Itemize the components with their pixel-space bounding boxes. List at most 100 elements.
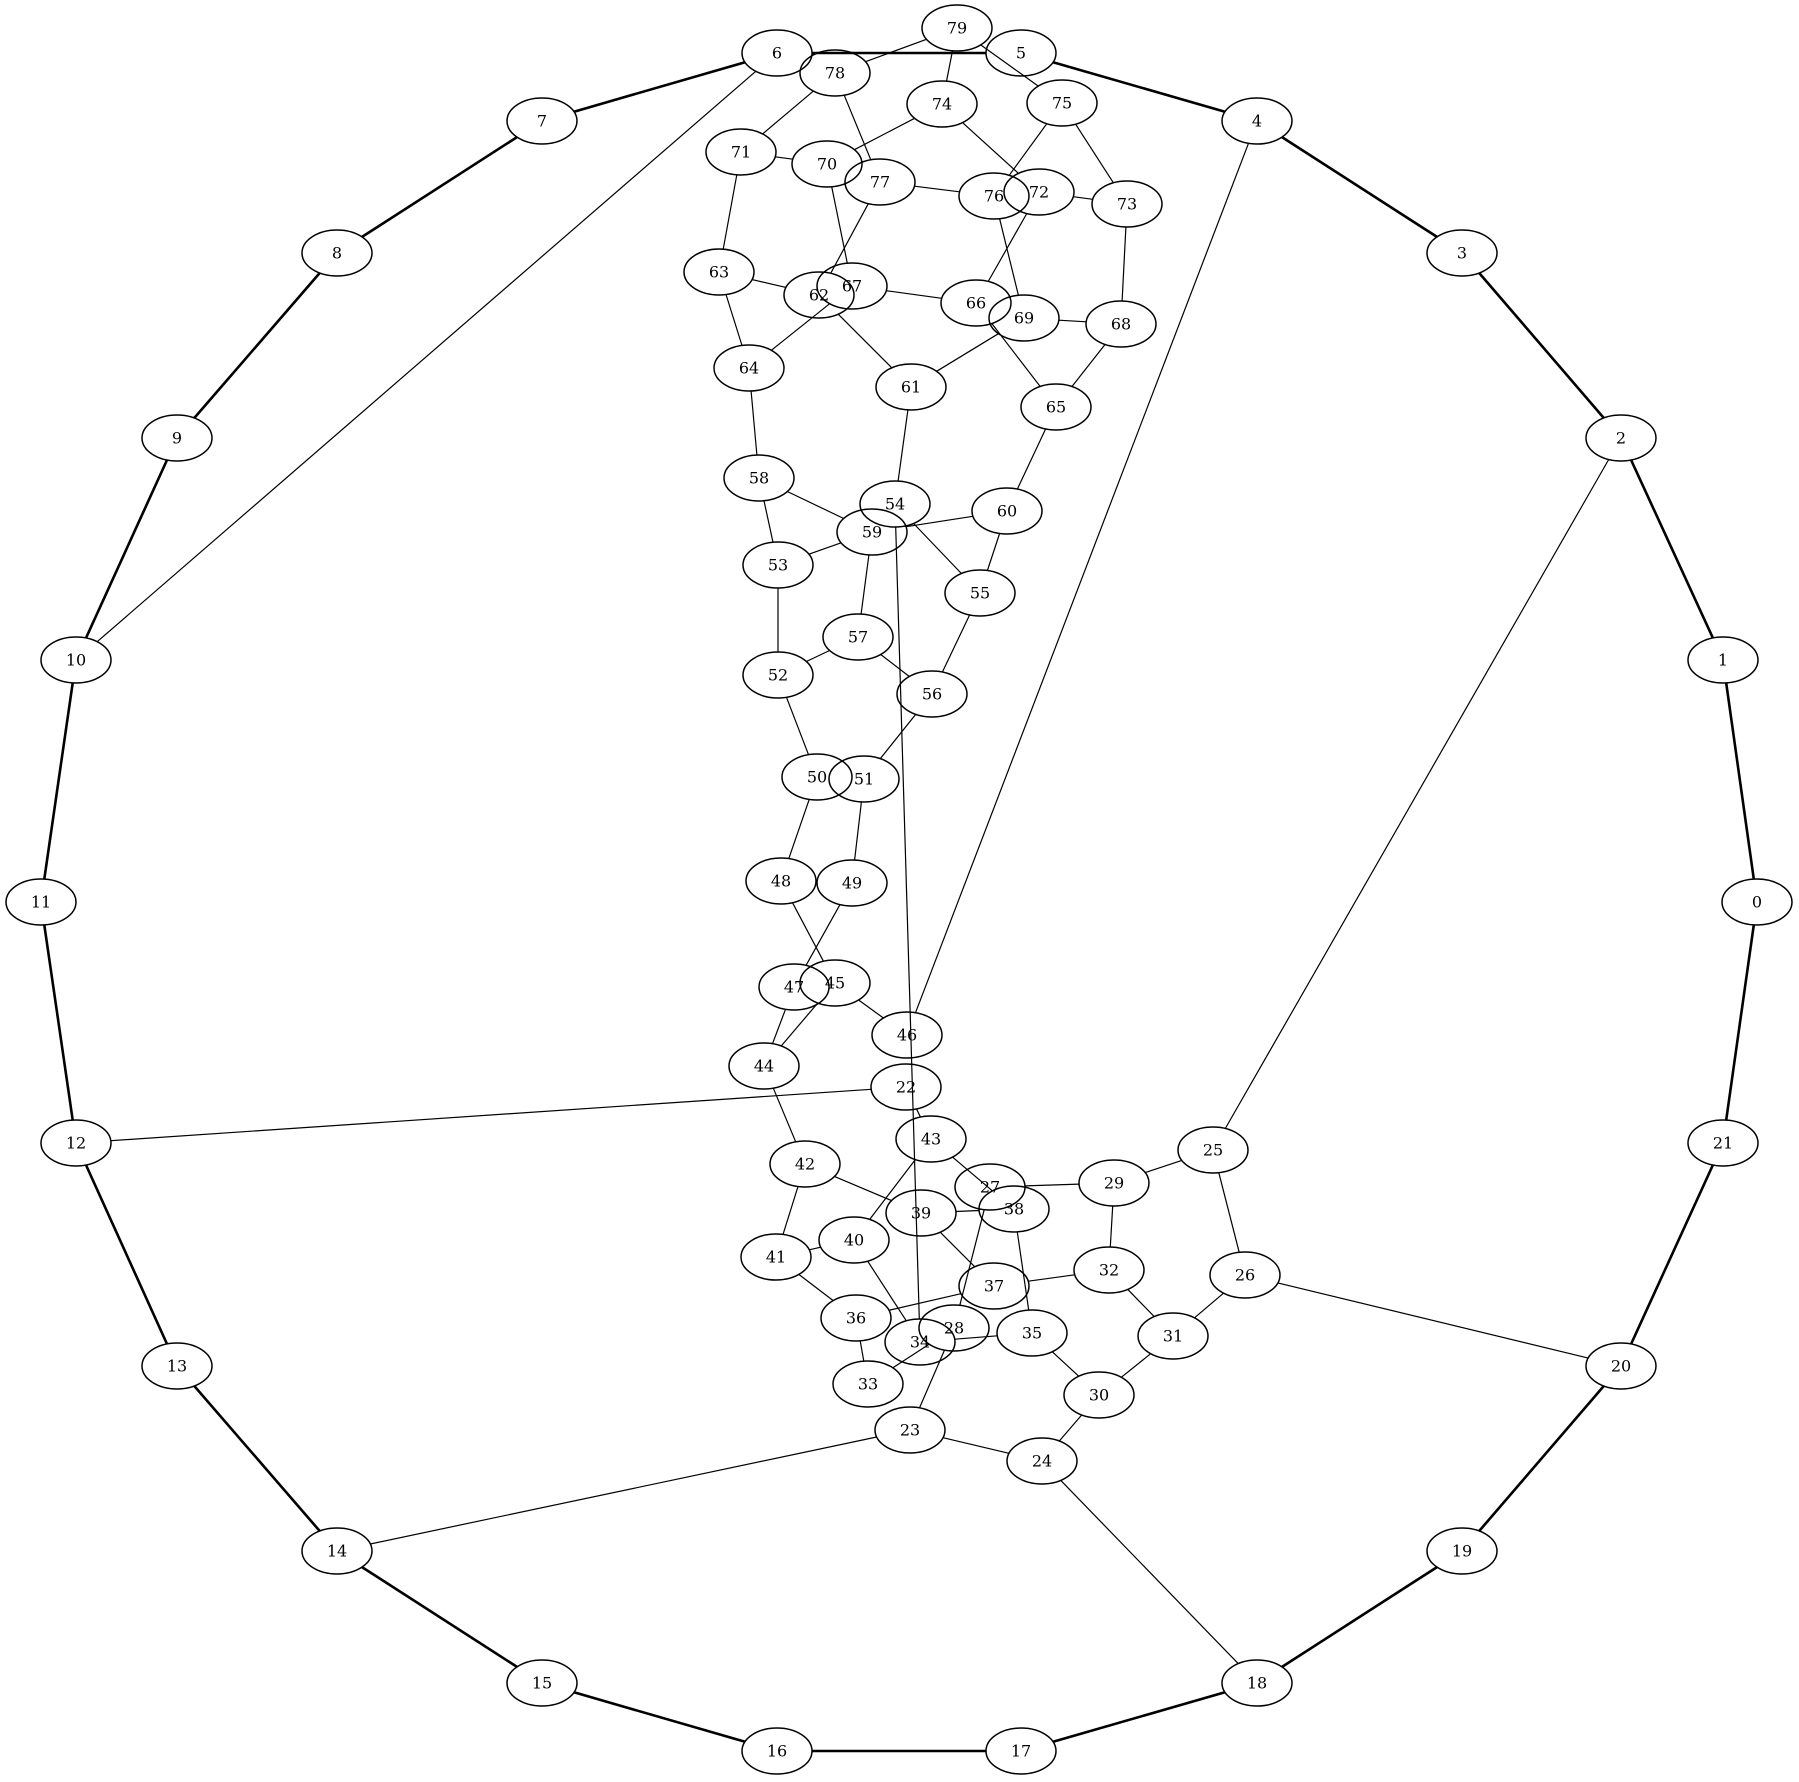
edge-63-71 [722,174,738,250]
node-label: 36 [846,1309,866,1328]
edge-66-72 [987,213,1028,282]
node-ellipse [728,1042,800,1090]
node-ellipse [1585,1342,1657,1390]
node-label: 3 [1457,244,1467,263]
edge-30-31 [1120,1353,1152,1378]
node-78: 78 [799,49,871,97]
node-label: 34 [910,1333,930,1352]
node-ellipse [971,487,1043,535]
edge-62-77 [830,203,869,274]
edge-58-59 [787,490,844,520]
node-label: 74 [932,95,952,114]
edge-44-47 [771,1009,787,1044]
node-ellipse [742,541,814,589]
node-label: 51 [854,770,874,789]
node-ellipse [1073,1246,1145,1294]
node-label: 21 [1713,1134,1733,1153]
node-60: 60 [971,487,1043,535]
node-15: 15 [506,1659,578,1707]
node-ellipse [944,569,1016,617]
edge-70-74 [854,117,915,151]
edge-63-64 [725,294,743,346]
node-label: 64 [739,359,759,378]
node-label: 77 [870,173,890,192]
node-label: 48 [771,872,791,891]
node-label: 31 [1163,1327,1183,1346]
node-ellipse [683,248,755,296]
node-label: 20 [1611,1357,1631,1376]
edge-10-11 [43,682,74,880]
node-ellipse [818,1216,890,1264]
node-ellipse [1585,414,1657,462]
node-40: 40 [818,1216,890,1264]
node-14: 14 [301,1527,373,1575]
node-label: 70 [817,155,837,174]
edge-73-75 [1075,123,1114,184]
node-label: 1 [1718,651,1728,670]
node-label: 47 [784,978,804,997]
edge-54-34 [895,526,920,1320]
node-label: 15 [532,1674,552,1693]
node-ellipse [769,1140,841,1188]
edge-53-59 [808,542,842,555]
node-label: 63 [709,263,729,282]
node-30: 30 [1063,1371,1135,1419]
edge-43-38 [952,1156,993,1192]
node-ellipse [918,1304,990,1352]
edge-37-39 [939,1231,976,1268]
node-8: 8 [301,229,373,277]
node-ellipse [1085,300,1157,348]
edge-56-57 [880,654,910,677]
node-ellipse [781,753,853,801]
node-ellipse [906,80,978,128]
node-label: 22 [896,1078,916,1097]
edge-62-63 [751,279,787,288]
edge-76-77 [914,185,960,193]
node-ellipse [745,857,817,905]
node-ellipse [820,1294,892,1342]
edge-78-79 [865,38,927,63]
node-label: 40 [844,1231,864,1250]
edge-36-37 [888,1293,962,1311]
node-label: 16 [767,1742,787,1761]
edge-22-43 [915,1108,922,1118]
node-47: 47 [758,963,830,1011]
edge-18-19 [1281,1566,1438,1668]
edge-53-58 [763,500,774,543]
edge-70-71 [775,156,793,160]
edge-48-50 [788,799,810,859]
edge-8-9 [193,272,321,419]
edge-68-69 [1058,319,1087,323]
node-label: 55 [970,584,990,603]
node-ellipse [141,414,213,462]
edge-31-32 [1127,1288,1155,1318]
edge-51-56 [879,714,917,759]
node-label: 71 [731,143,751,162]
node-ellipse [141,1342,213,1390]
node-ellipse [799,49,871,97]
node-ellipse [1209,1251,1281,1299]
node-71: 71 [705,128,777,176]
node-ellipse [5,878,77,926]
node-31: 31 [1137,1312,1209,1360]
node-ellipse [921,4,993,52]
edge-0-1 [1724,682,1756,880]
node-ellipse [985,1727,1057,1775]
node-label: 44 [754,1057,774,1076]
edge-34-35 [954,1335,998,1340]
node-label: 17 [1011,1742,1031,1761]
node-ellipse [741,29,813,77]
node-21: 21 [1687,1119,1759,1167]
edge-12-22 [110,1088,872,1142]
edge-40-43 [869,1159,916,1220]
edge-13-14 [193,1385,321,1532]
edge-6-10 [96,70,757,643]
node-55: 55 [944,569,1016,617]
node-ellipse [896,670,968,718]
node-ellipse [958,1262,1030,1310]
node-label: 30 [1089,1386,1109,1405]
node-29: 29 [1078,1159,1150,1207]
edge-40-41 [809,1246,821,1251]
node-4: 4 [1221,97,1293,145]
node-label: 27 [980,1178,1000,1197]
